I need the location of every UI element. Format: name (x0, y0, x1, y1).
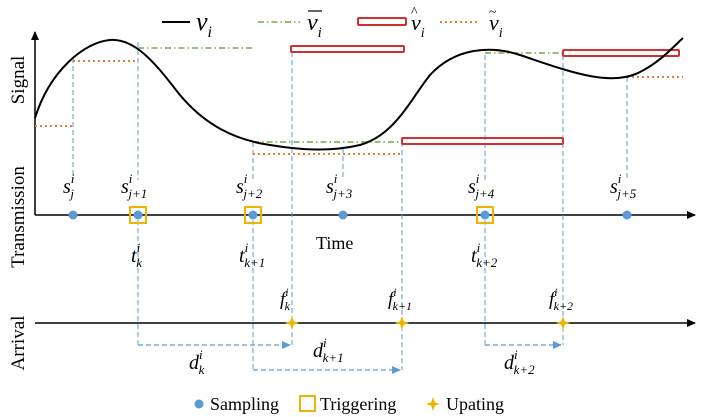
delay-arrows (138, 341, 562, 374)
update-markers (285, 316, 570, 330)
legend-sampling-label: Sampling (210, 394, 279, 414)
legend-updating-star (426, 397, 440, 411)
sample-dot (68, 210, 78, 220)
update-star (395, 316, 409, 330)
legend-triggering-label: Triggering (320, 394, 396, 414)
sample-dot (248, 210, 258, 220)
legend-vbar-label: vi (307, 10, 322, 41)
legend-vtilde-tilde: ~ (489, 5, 497, 20)
legend-sampling-dot (194, 399, 204, 409)
legend-vhat-line (357, 17, 407, 26)
sample-dot (338, 210, 348, 220)
legend-bottom: Sampling Triggering Upating (194, 394, 504, 414)
sample-dot (133, 210, 143, 220)
trigger-markers (129, 206, 494, 224)
legend-top: vi vi vi ^ vi ~ (162, 5, 503, 41)
sample-dot (480, 210, 490, 220)
signal-curve (34, 37, 684, 151)
trigger-box (476, 206, 494, 224)
update-star (556, 316, 570, 330)
vtilde-steps (35, 60, 683, 155)
signal-axis-label: Signal (8, 56, 29, 105)
guide-lines (72, 42, 628, 370)
trigger-box (244, 206, 262, 224)
legend-triggering-box (299, 395, 316, 412)
arrival-axis-label: Arrival (8, 316, 29, 371)
legend-vtilde-label: vi (489, 10, 503, 41)
sample-dot (622, 210, 632, 220)
legend-v-label: vi (196, 7, 212, 41)
vhat-steps (290, 45, 680, 145)
trigger-box (129, 206, 147, 224)
transmission-axis-label: Transmission (8, 166, 29, 268)
update-star (285, 316, 299, 330)
sample-markers (68, 210, 632, 220)
legend-updating-label: Upating (446, 394, 504, 414)
time-axis-label: Time (316, 233, 353, 253)
vbar-steps (138, 47, 563, 143)
legend-vhat-label: vi (411, 10, 425, 41)
legend-vhat-hat: ^ (411, 5, 418, 20)
